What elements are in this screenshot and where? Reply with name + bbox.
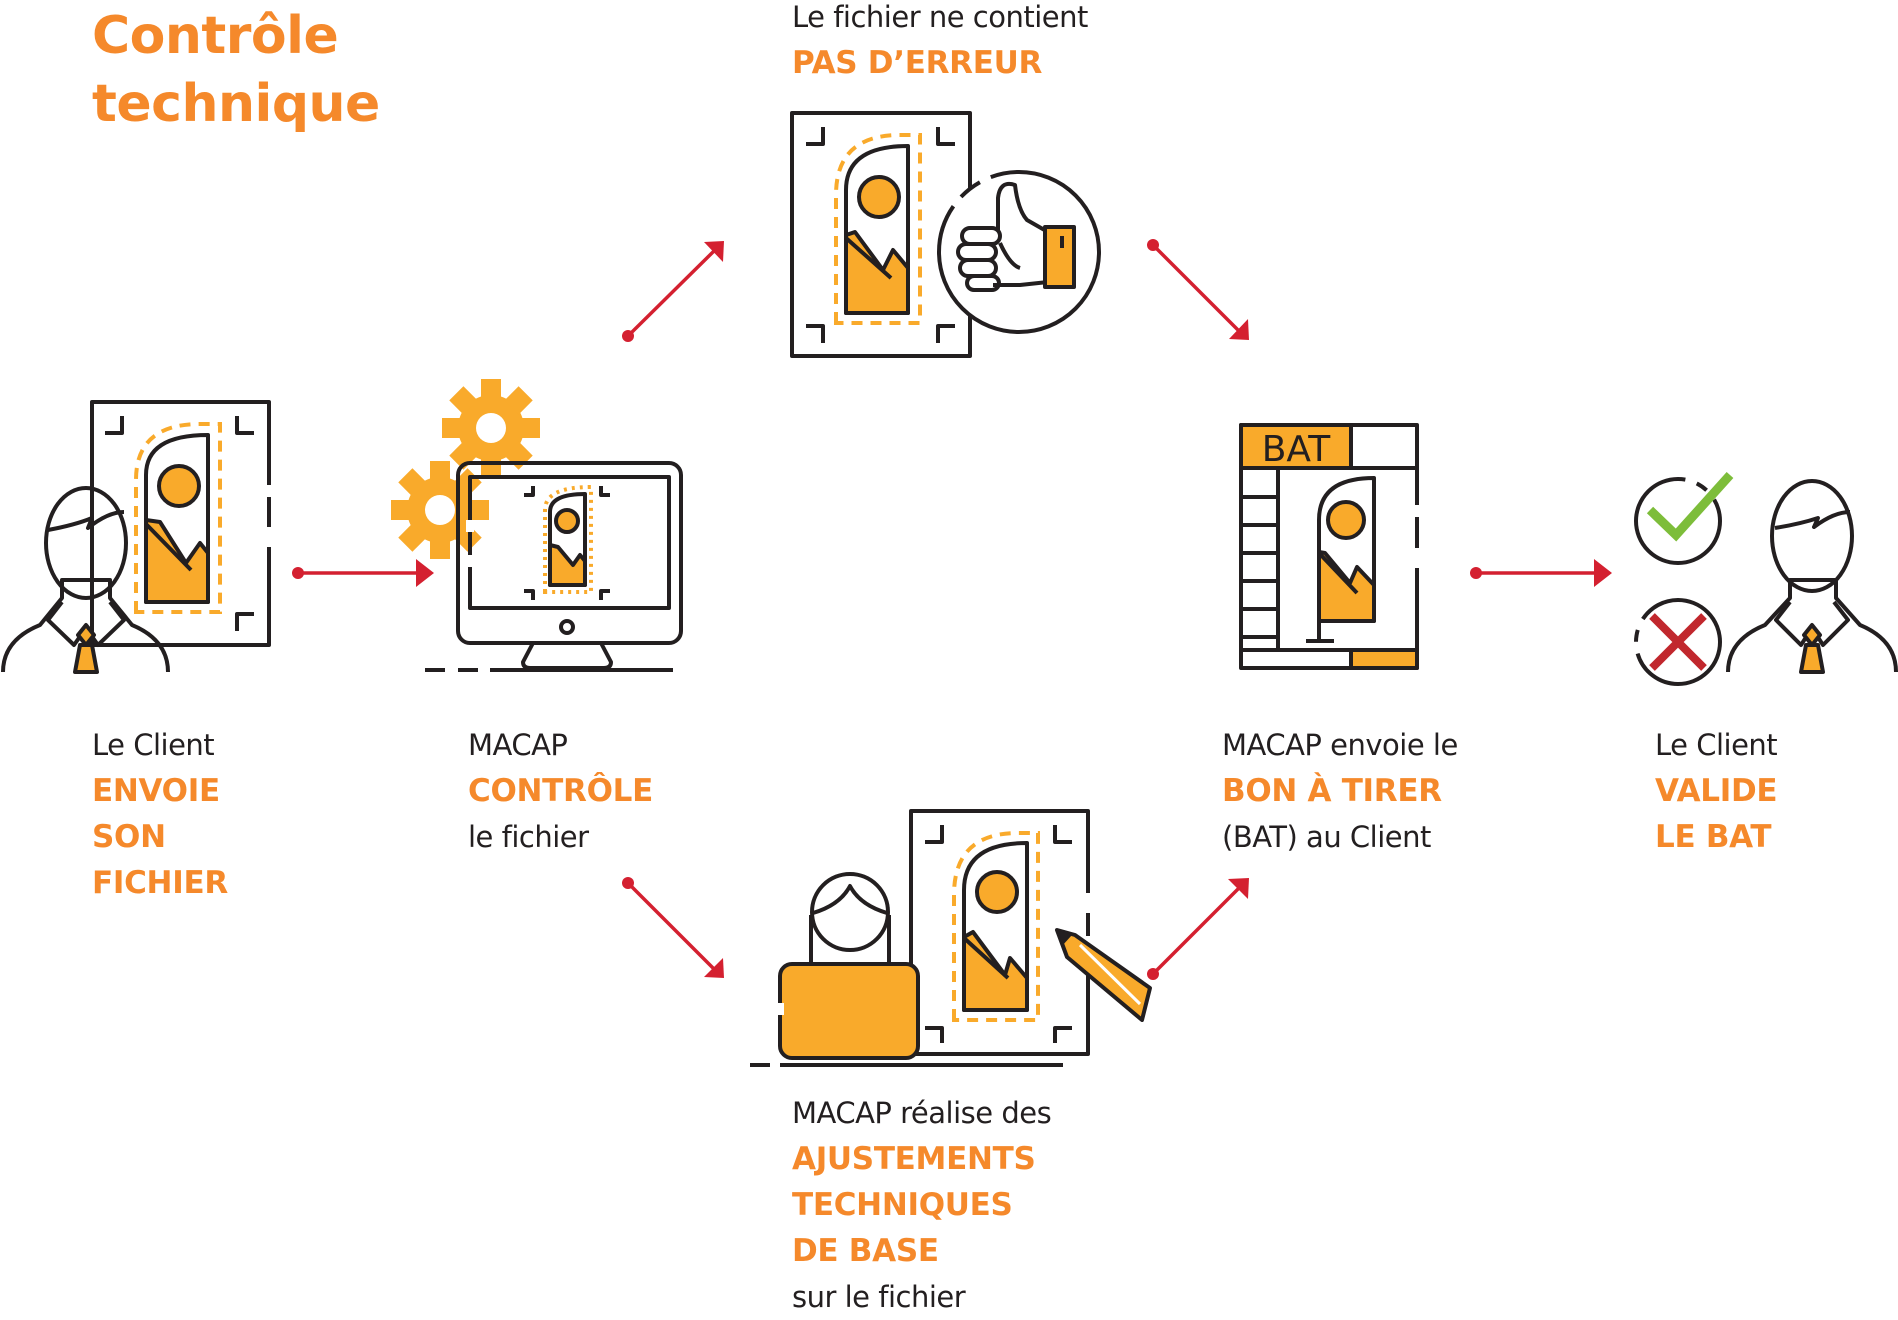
step-caption-client-validates: Le Client VALIDE LE BAT <box>1655 722 1778 860</box>
caption-line: PAS D’ERREUR <box>792 45 1043 81</box>
monitor-gears-icon <box>391 379 683 672</box>
flow-arrow <box>622 241 724 342</box>
step-caption-no-error: Le fichier ne contient PAS D’ERREUR <box>792 0 1088 86</box>
step-caption-macap-checks: MACAP CONTRÔLE le fichier <box>468 722 653 860</box>
designer-editing-document-icon <box>750 809 1152 1067</box>
bat-label: BAT <box>1262 429 1332 470</box>
flow-arrow <box>622 877 724 978</box>
step-caption-send-bat: MACAP envoie le BON À TIRER (BAT) au Cli… <box>1222 722 1458 860</box>
title-line: Contrôle <box>92 6 339 66</box>
caption-line: Le Client <box>1655 728 1778 762</box>
caption-line: SON <box>92 819 166 855</box>
caption-line: le fichier <box>468 820 589 854</box>
client-person-icon <box>1726 479 1898 674</box>
thumbs-up-icon <box>956 181 1076 292</box>
document-thumbs-up-icon <box>790 111 1101 358</box>
caption-line: (BAT) au Client <box>1222 820 1431 854</box>
bat-document-icon: BAT <box>1239 423 1421 670</box>
caption-line: LE BAT <box>1655 819 1772 855</box>
flow-arrow <box>292 559 434 587</box>
step-caption-adjustments: MACAP réalise des AJUSTEMENTS TECHNIQUES… <box>792 1090 1052 1320</box>
caption-line: VALIDE <box>1655 773 1778 809</box>
caption-line: BON À TIRER <box>1222 773 1442 809</box>
caption-line: Le fichier ne contient <box>792 0 1088 34</box>
caption-line: ENVOIE <box>92 773 220 809</box>
caption-line: AJUSTEMENTS <box>792 1141 1036 1177</box>
caption-line: Le Client <box>92 728 215 762</box>
cross-icon <box>1634 598 1722 686</box>
client-person-icon <box>1 486 170 674</box>
caption-line: sur le fichier <box>792 1280 966 1314</box>
check-icon <box>1634 471 1734 565</box>
client-check-cross-icon <box>1634 471 1898 686</box>
caption-line: FICHIER <box>92 865 228 901</box>
caption-line: MACAP envoie le <box>1222 728 1458 762</box>
caption-line: TECHNIQUES <box>792 1187 1013 1223</box>
caption-line: DE BASE <box>792 1233 939 1269</box>
client-with-document-icon <box>1 400 273 674</box>
caption-line: MACAP <box>468 728 568 762</box>
pencil-icon <box>1055 928 1152 1022</box>
caption-line: CONTRÔLE <box>468 773 653 809</box>
designer-person-icon <box>750 872 1063 1067</box>
flow-arrow <box>1147 878 1249 980</box>
flow-arrow <box>1147 239 1249 340</box>
title-line: technique <box>92 74 380 134</box>
step-caption-client-sends: Le Client ENVOIE SON FICHIER <box>92 722 228 906</box>
flow-arrow <box>1470 559 1612 587</box>
caption-line: MACAP réalise des <box>792 1096 1052 1130</box>
page-title: Contrôle technique <box>92 2 380 138</box>
gear-icon <box>442 379 540 477</box>
